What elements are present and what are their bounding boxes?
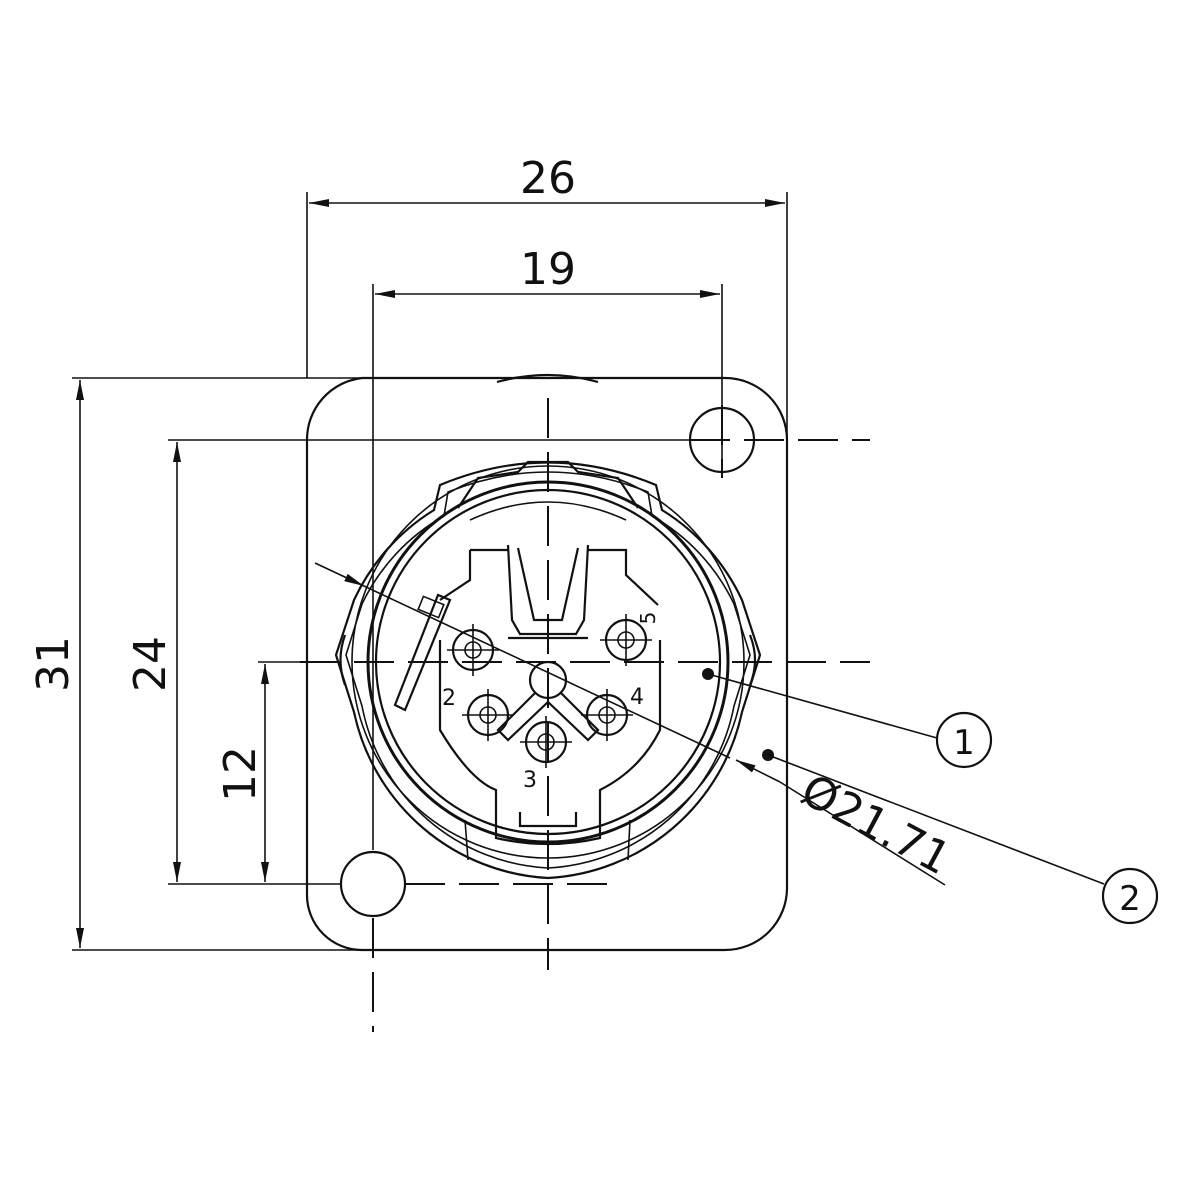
dimension-width-26: 26	[309, 153, 785, 207]
pin-4	[581, 689, 633, 741]
dimension-label-31: 31	[28, 636, 79, 692]
mounting-hole-bottom-left	[339, 850, 407, 918]
connector-housing	[334, 460, 762, 880]
dimension-label-19: 19	[520, 244, 576, 295]
dimension-width-19: 19	[375, 244, 720, 298]
pin-1	[447, 624, 499, 676]
pin-5	[600, 614, 652, 666]
dimension-height-31: 31	[28, 380, 84, 948]
pin-labels: 2 3 4 5	[442, 612, 660, 793]
pin-label-4: 4	[630, 685, 644, 710]
dimension-label-24: 24	[125, 636, 176, 692]
pin-label-3: 3	[523, 768, 537, 793]
dimension-label-diameter: Ø21.71	[793, 765, 959, 885]
centerlines	[300, 398, 870, 1032]
extension-lines	[72, 192, 788, 951]
dimension-label-26: 26	[520, 153, 576, 204]
callout-1: 1	[702, 668, 993, 769]
callout-label-2: 2	[1119, 879, 1141, 919]
callout-2: 2	[762, 749, 1159, 925]
callout-label-1: 1	[953, 723, 975, 763]
pin-2	[462, 689, 514, 741]
dimension-height-24: 24	[125, 442, 181, 882]
dimension-height-12: 12	[215, 664, 269, 882]
pin-contacts	[447, 614, 652, 768]
dimension-label-12: 12	[215, 746, 266, 802]
pin-3	[520, 716, 572, 768]
flange-plate	[305, 373, 789, 952]
pin-label-5: 5	[636, 612, 660, 625]
pin-label-2: 2	[442, 686, 456, 711]
